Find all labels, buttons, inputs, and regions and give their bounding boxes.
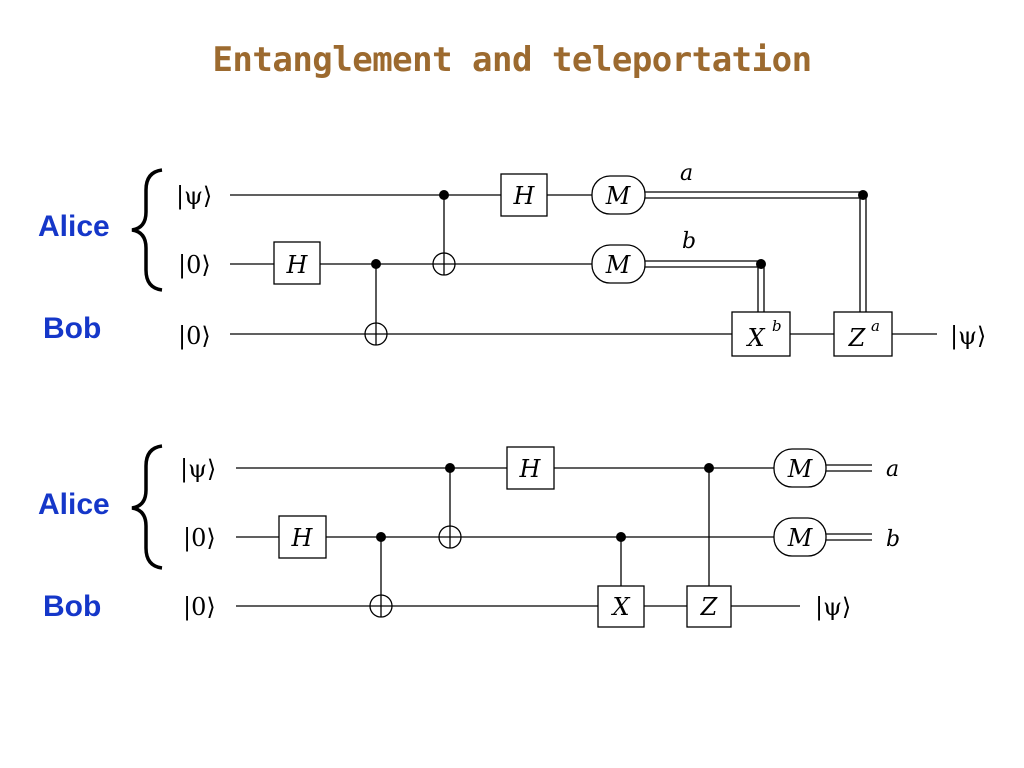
c1-classical-a bbox=[645, 191, 867, 322]
c1-x-gate bbox=[731, 311, 791, 357]
c1-measure-top bbox=[591, 175, 646, 215]
c2-input-zero-alice: |0⟩ bbox=[183, 524, 216, 553]
svg-text:H: H bbox=[286, 251, 309, 279]
svg-text:M: M bbox=[787, 524, 814, 552]
alice-brace-2 bbox=[131, 444, 163, 570]
c1-h-gate-top bbox=[500, 173, 548, 217]
c1-h-gate-mid bbox=[273, 241, 321, 285]
c1-cnot2-control bbox=[439, 190, 449, 200]
c1-input-psi: |ψ⟩ bbox=[176, 182, 212, 211]
c2-classical-b bbox=[826, 533, 872, 541]
c2-input-zero-bob: |0⟩ bbox=[183, 593, 216, 622]
c2-classical-a bbox=[826, 464, 872, 472]
svg-text:H: H bbox=[519, 455, 542, 483]
alice-label-1: Alice bbox=[38, 210, 110, 243]
bob-label-1: Bob bbox=[43, 312, 102, 345]
svg-text:Z: Z bbox=[848, 324, 867, 352]
c2-cnot1-target bbox=[369, 594, 393, 618]
c1-measure-mid bbox=[591, 244, 646, 284]
c2-cz-control bbox=[704, 463, 714, 473]
c1-cnot1-control bbox=[371, 259, 381, 269]
c1-cnot2-target bbox=[432, 252, 456, 276]
alice-brace-1 bbox=[131, 168, 163, 292]
c2-measure-mid bbox=[773, 517, 827, 557]
svg-text:M: M bbox=[605, 182, 632, 210]
circuit-2: |ψ⟩ |0⟩ |0⟩ H bbox=[131, 444, 900, 628]
c2-x-gate bbox=[597, 585, 645, 628]
c2-measure-top bbox=[773, 448, 827, 488]
c1-classical-b bbox=[645, 260, 765, 312]
c2-cnot1-control bbox=[376, 532, 386, 542]
c2-output-a: a bbox=[886, 457, 899, 482]
svg-text:X: X bbox=[745, 324, 765, 352]
svg-text:H: H bbox=[513, 182, 536, 210]
svg-text:H: H bbox=[291, 524, 314, 552]
svg-text:M: M bbox=[605, 251, 632, 279]
svg-text:M: M bbox=[787, 455, 814, 483]
c2-cnot2-target bbox=[438, 525, 462, 549]
c2-h-gate-top bbox=[506, 446, 555, 490]
c1-control-a bbox=[858, 190, 868, 200]
c1-label-b: b bbox=[682, 229, 696, 254]
circuit-1: |ψ⟩ |0⟩ |0⟩ a b bbox=[131, 161, 986, 357]
c1-z-gate bbox=[833, 311, 893, 357]
c2-output-psi: |ψ⟩ bbox=[815, 593, 851, 622]
c1-cnot1-target bbox=[364, 322, 388, 346]
c2-output-b: b bbox=[886, 527, 900, 552]
svg-text:X: X bbox=[610, 593, 630, 621]
svg-text:Z: Z bbox=[700, 593, 719, 621]
bob-label-2: Bob bbox=[43, 590, 102, 623]
c1-input-zero-bob: |0⟩ bbox=[178, 322, 211, 351]
c2-h-gate-mid bbox=[278, 515, 327, 559]
c1-output-psi: |ψ⟩ bbox=[950, 322, 986, 351]
svg-text:b: b bbox=[772, 317, 782, 335]
c2-input-psi: |ψ⟩ bbox=[180, 455, 216, 484]
c2-cx-control bbox=[616, 532, 626, 542]
svg-text:a: a bbox=[871, 317, 880, 335]
c1-input-zero-alice: |0⟩ bbox=[178, 251, 211, 280]
c1-label-a: a bbox=[680, 161, 693, 186]
c2-z-gate bbox=[686, 585, 732, 628]
c1-control-b bbox=[756, 259, 766, 269]
c2-cnot2-control bbox=[445, 463, 455, 473]
slide-title: Entanglement and teleportation bbox=[212, 40, 812, 80]
alice-label-2: Alice bbox=[38, 488, 110, 521]
